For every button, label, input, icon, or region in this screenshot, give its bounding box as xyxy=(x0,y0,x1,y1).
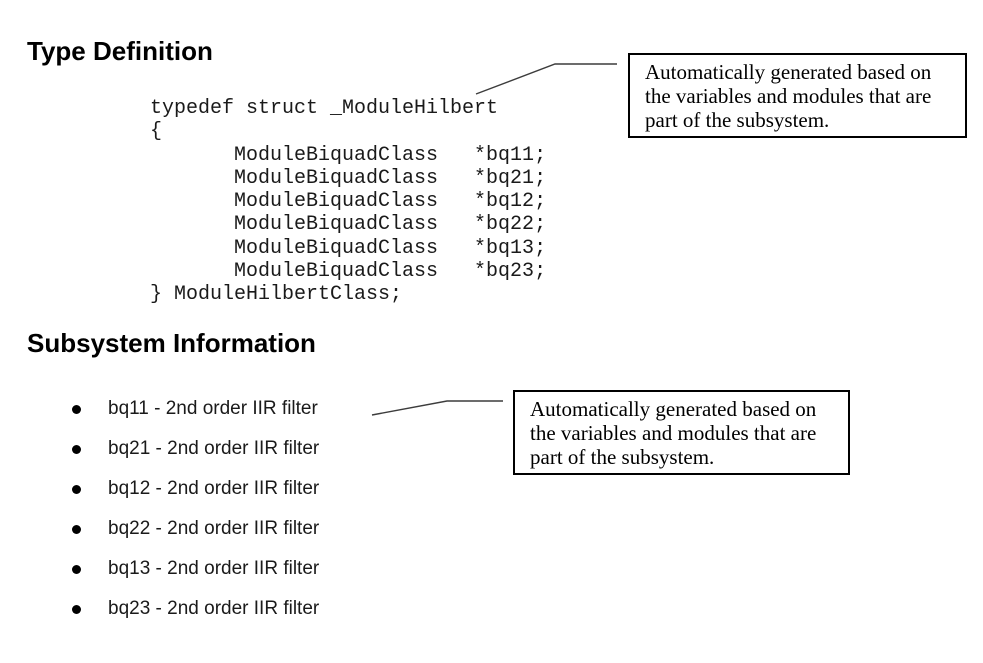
code-line: ModuleBiquadClass *bq11; xyxy=(150,143,547,167)
code-line: ModuleBiquadClass *bq12; xyxy=(150,190,547,214)
list-item: bq11 - 2nd order IIR filter xyxy=(70,398,319,420)
code-line: typedef struct _ModuleHilbert xyxy=(150,97,499,120)
list-item-label: bq21 - 2nd order IIR filter xyxy=(108,438,320,459)
callout-text-line: part of the subsystem. xyxy=(645,108,830,132)
list-item: bq22 - 2nd order IIR filter xyxy=(70,518,319,540)
bullet-marker-icon xyxy=(72,404,81,414)
callout-box-subsystem-information: Automatically generated based on the var… xyxy=(513,390,850,475)
list-item: bq13 - 2nd order IIR filter xyxy=(70,558,319,580)
callout-text-line: the variables and modules that are xyxy=(530,421,817,445)
list-item-label: bq22 - 2nd order IIR filter xyxy=(108,518,320,539)
code-block: typedef struct _ModuleHilbert { ModuleBi… xyxy=(150,97,546,307)
bullet-marker-icon xyxy=(72,564,81,574)
callout-text-line: Automatically generated based on xyxy=(645,60,932,84)
code-line: ModuleBiquadClass *bq22; xyxy=(150,213,547,237)
leader-line-bottom xyxy=(371,400,503,416)
callout-box-type-definition: Automatically generated based on the var… xyxy=(628,53,967,138)
callout-text-line: the variables and modules that are xyxy=(645,84,932,108)
heading-type-definition: Type Definition xyxy=(27,36,213,66)
heading-subsystem-information: Subsystem Information xyxy=(27,328,316,358)
list-item-label: bq23 - 2nd order IIR filter xyxy=(108,598,320,619)
code-line: ModuleBiquadClass *bq23; xyxy=(150,260,547,284)
list-item-label: bq13 - 2nd order IIR filter xyxy=(108,558,320,579)
subsystem-bullet-list: bq11 - 2nd order IIR filter bq21 - 2nd o… xyxy=(70,398,319,638)
bullet-marker-icon xyxy=(72,524,81,534)
bullet-marker-icon xyxy=(72,604,81,614)
code-line: ModuleBiquadClass *bq13; xyxy=(150,236,547,260)
callout-text-line: part of the subsystem. xyxy=(530,445,715,469)
list-item: bq23 - 2nd order IIR filter xyxy=(70,598,319,620)
bullet-marker-icon xyxy=(72,484,81,494)
code-line: ModuleBiquadClass *bq21; xyxy=(150,166,547,190)
list-item: bq12 - 2nd order IIR filter xyxy=(70,478,319,500)
bullet-marker-icon xyxy=(72,444,81,454)
list-item: bq21 - 2nd order IIR filter xyxy=(70,438,319,460)
code-line: } ModuleHilbertClass; xyxy=(150,283,403,307)
code-line: { xyxy=(150,120,163,144)
list-item-label: bq12 - 2nd order IIR filter xyxy=(108,478,320,499)
leader-line-top xyxy=(475,63,617,95)
callout-text-line: Automatically generated based on xyxy=(530,397,817,421)
list-item-label: bq11 - 2nd order IIR filter xyxy=(108,398,318,419)
